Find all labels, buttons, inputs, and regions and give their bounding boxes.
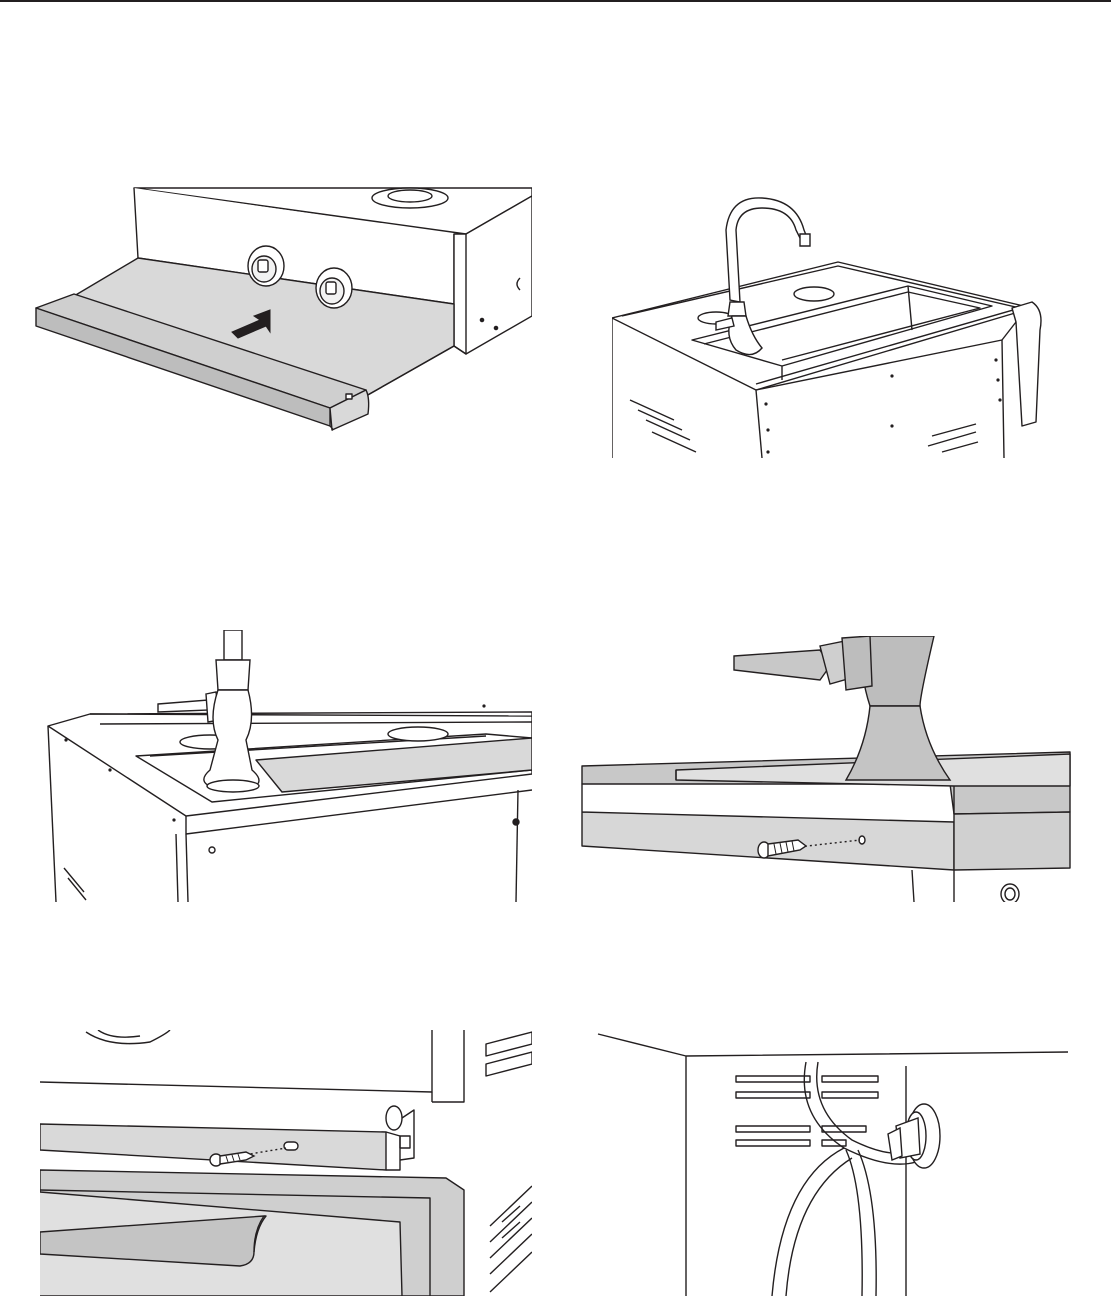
faucet-base-illustration (46, 630, 532, 902)
figure-hose-routing (596, 1030, 1072, 1296)
drawer-illustration (34, 186, 532, 458)
faucet-screw-illustration (580, 636, 1072, 902)
figure-drawer-removal (34, 186, 532, 458)
hose-routing-illustration (596, 1030, 1072, 1296)
front-panel-illustration (40, 1030, 532, 1296)
screw-icon (210, 1152, 254, 1166)
figure-faucet-base (46, 630, 532, 902)
sink-illustration (612, 190, 1044, 458)
hose-icon (772, 1062, 940, 1296)
top-rule (0, 0, 1111, 2)
figure-sink-overview (612, 190, 1044, 458)
figure-faucet-screw (580, 636, 1072, 902)
figure-front-panel-screw (40, 1030, 532, 1296)
